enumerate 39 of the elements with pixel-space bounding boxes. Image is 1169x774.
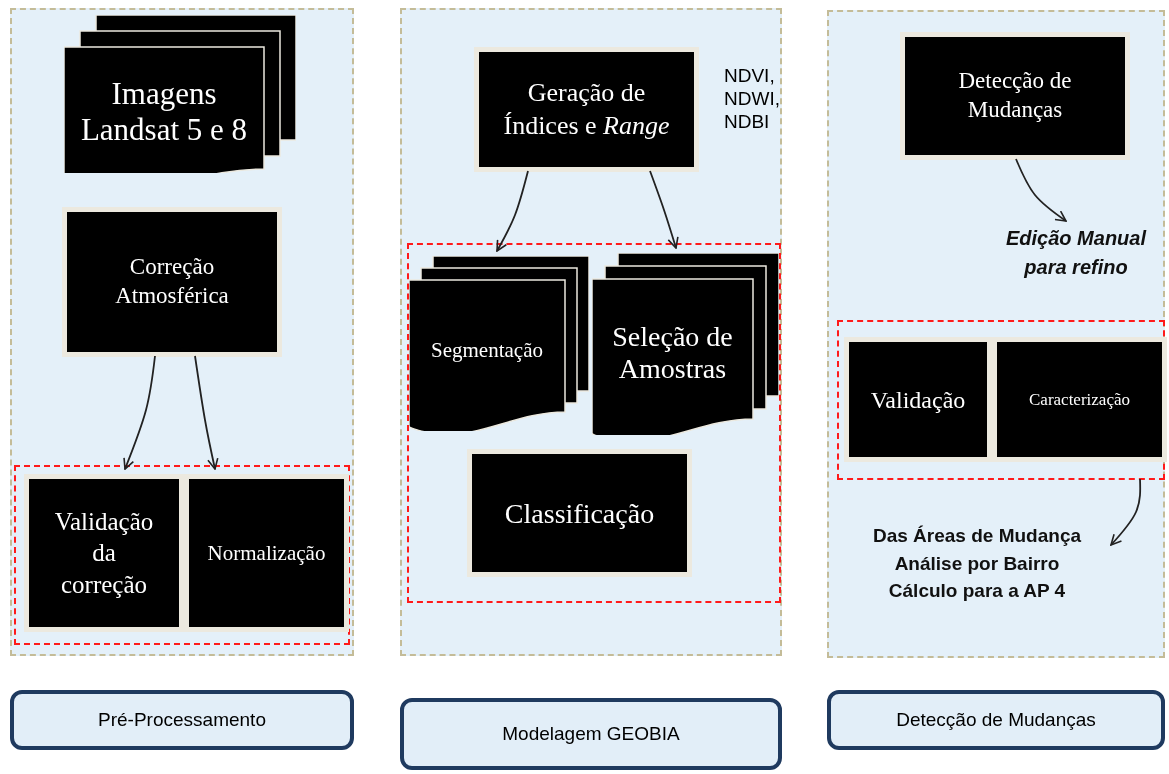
box-text: Geração de Índices e Range (502, 77, 671, 142)
dashed-panel (827, 10, 1165, 658)
process-box (474, 47, 699, 172)
process-box (992, 337, 1167, 462)
curved-arrow (1015, 158, 1067, 222)
curved-arrow (194, 355, 219, 470)
stage-label: Modelagem GEOBIA (400, 698, 782, 770)
process-box (24, 474, 184, 632)
step-label: Edição Manual para refino (1005, 226, 1148, 280)
stage-label: Detecção de Mudanças (827, 690, 1165, 750)
process-box (184, 474, 349, 632)
curved-arrow (496, 170, 529, 252)
dashed-group-frame (837, 320, 1165, 480)
curved-arrow (123, 355, 156, 470)
box-text: Detecção de Mudanças (957, 67, 1073, 124)
step-label: Das Áreas de Mudança (872, 524, 1082, 548)
curved-arrow (649, 170, 679, 249)
process-box (900, 32, 1130, 160)
document-title: Imagens Landsat 5 e 8 (79, 76, 249, 148)
stage-label: Pré-Processamento (10, 690, 354, 750)
dashed-panel (10, 8, 354, 656)
step-label: Análise por Bairro (893, 551, 1061, 576)
box-text: Correção Atmosférica (114, 253, 230, 310)
document-title: Segmentação (431, 337, 543, 363)
box-text: Classificação (504, 496, 655, 531)
process-box (844, 337, 992, 462)
step-label: Cálculo para a AP 4 (887, 579, 1067, 604)
index-list: NDVI, NDWI, NDBI (724, 65, 786, 134)
dashed-panel (400, 8, 782, 656)
dashed-group-frame (14, 465, 350, 645)
box-text: Normalização (207, 539, 326, 567)
dashed-group-frame (407, 243, 781, 603)
box-text: Validação da correção (53, 507, 155, 600)
process-box (467, 449, 692, 577)
box-text: Validação (870, 385, 966, 415)
curved-arrow (1110, 478, 1142, 546)
box-text: Caracterização (1029, 388, 1130, 411)
process-box (62, 207, 282, 357)
document-title: Seleção de Amostras (611, 320, 734, 386)
